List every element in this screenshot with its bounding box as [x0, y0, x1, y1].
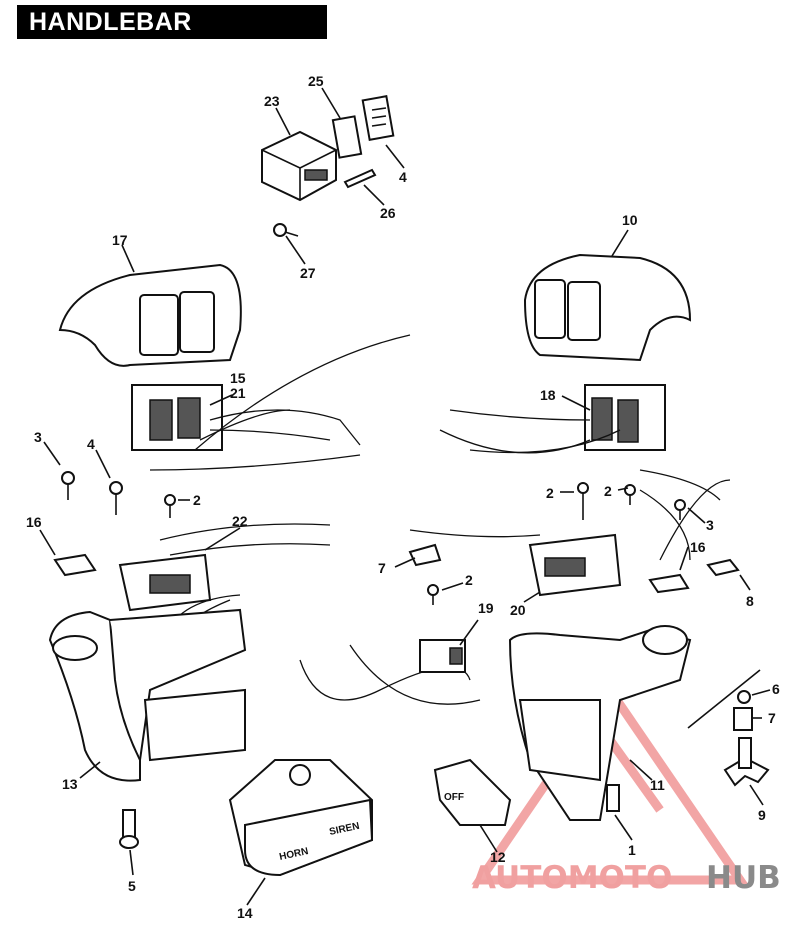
callout-22: 22	[232, 513, 248, 529]
callout-23: 23	[264, 93, 280, 109]
callout-17: 17	[112, 232, 128, 248]
callout-19: 19	[478, 600, 494, 616]
callout-3-left: 3	[34, 429, 42, 445]
connector-4-top	[361, 95, 395, 141]
horn-siren-switch-14: HORN SIREN	[228, 759, 374, 877]
callout-2-right-a: 2	[546, 485, 554, 501]
left-switch-22	[118, 553, 212, 612]
off-switch-12: OFF	[433, 758, 512, 826]
callout-12: 12	[490, 849, 506, 865]
callout-11: 11	[650, 777, 665, 793]
right-switch-20	[528, 533, 622, 597]
right-housing-11	[508, 625, 692, 821]
leader-lines	[39, 87, 771, 906]
screw-27	[273, 223, 299, 237]
small-parts	[53, 471, 770, 812]
left-switch-assembly-15	[131, 384, 223, 451]
callout-4-left: 4	[87, 436, 95, 452]
page-title: HANDLEBAR SWITCHES	[17, 5, 327, 70]
callout-8: 8	[746, 593, 754, 609]
watermark-text-automoto: AUTOMOTO	[472, 860, 672, 896]
screw-5	[119, 809, 139, 849]
callout-7-left: 7	[378, 560, 386, 576]
pin-26	[343, 168, 377, 189]
callout-21: 21	[230, 385, 246, 401]
watermark-text-hub: HUB	[706, 860, 781, 896]
callout-5: 5	[128, 878, 136, 894]
callout-18: 18	[540, 387, 556, 403]
callout-7-right: 7	[768, 710, 776, 726]
callout-3-right: 3	[706, 517, 714, 533]
left-housing-13	[48, 608, 247, 782]
left-cover-17	[58, 263, 242, 367]
callout-2-right-b: 2	[604, 483, 612, 499]
callout-16-left: 16	[26, 514, 42, 530]
callout-4-top: 4	[399, 169, 407, 185]
switch-19	[419, 639, 466, 673]
callout-10: 10	[622, 212, 638, 228]
callout-numbers: 23 25 4 26 27 17 10 15 21 18 3 4 2 2 2 3…	[26, 73, 780, 921]
callout-13: 13	[62, 776, 78, 792]
callout-27: 27	[300, 265, 316, 281]
callout-6: 6	[772, 681, 780, 697]
callout-14: 14	[237, 905, 253, 921]
module-23	[261, 130, 337, 202]
gasket-25	[331, 115, 363, 159]
callout-25: 25	[308, 73, 324, 89]
callout-20: 20	[510, 602, 526, 618]
callout-1: 1	[628, 842, 636, 858]
callout-26: 26	[380, 205, 396, 221]
callout-9: 9	[758, 807, 766, 823]
callout-15: 15	[230, 370, 246, 386]
callout-2-left: 2	[193, 492, 201, 508]
callout-2-mid: 2	[465, 572, 473, 588]
off-label: OFF	[444, 792, 464, 803]
right-cover-10	[523, 253, 692, 362]
callout-16-right: 16	[690, 539, 706, 555]
